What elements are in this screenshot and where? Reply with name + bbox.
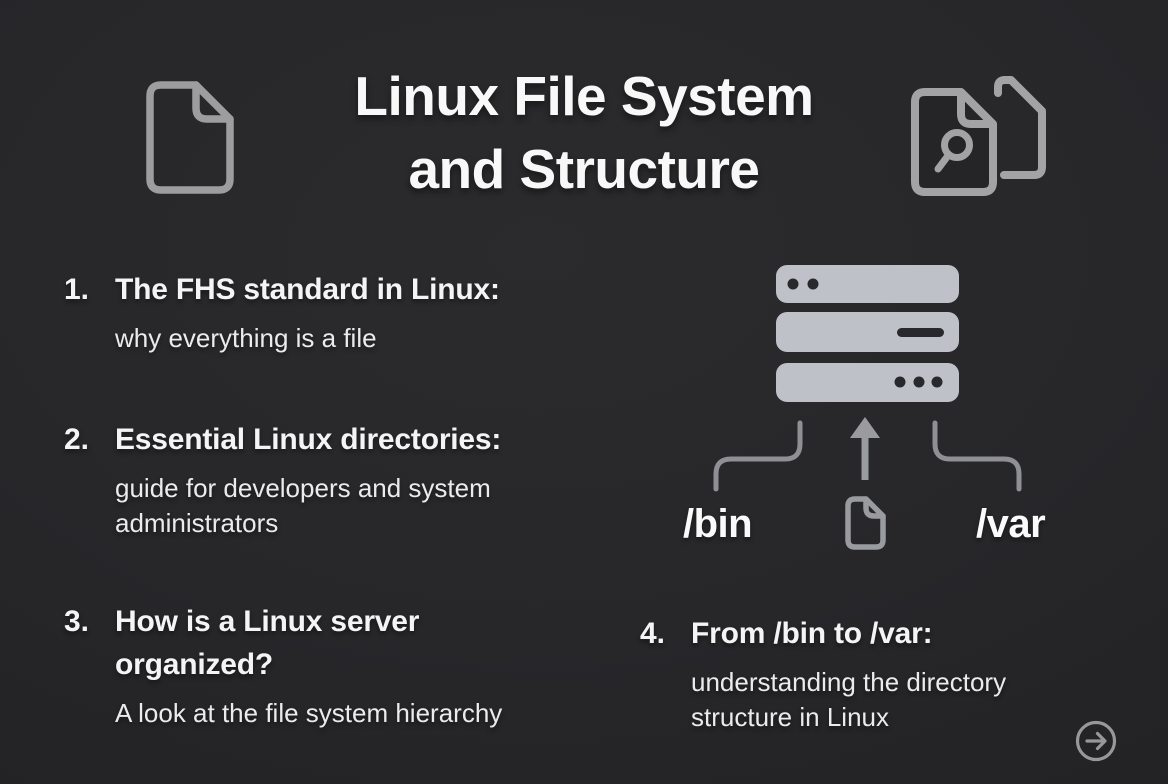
list-item-2: 2. Essential Linux directories: guide fo… xyxy=(64,418,604,541)
branch-right-icon xyxy=(932,420,1022,492)
item-subtitle: guide for developers and system administ… xyxy=(115,473,491,538)
item-number: 3. xyxy=(64,605,90,638)
bin-label: /bin xyxy=(683,502,753,546)
item-heading: How is a Linux server organized? xyxy=(115,605,420,681)
var-label: /var xyxy=(976,502,1046,546)
list-item-4: 4. From /bin to /var: understanding the … xyxy=(640,612,1100,735)
slide-title: Linux File System and Structure xyxy=(354,65,814,200)
item-heading: The FHS standard in Linux: xyxy=(115,273,500,306)
item-heading: Essential Linux directories: xyxy=(115,423,502,456)
up-arrow-icon xyxy=(850,417,880,480)
file-icon xyxy=(845,496,886,550)
server-stack-icon xyxy=(776,265,959,402)
item-number: 4. xyxy=(640,617,666,650)
item-subtitle: understanding the directory structure in… xyxy=(691,667,1007,732)
list-item-1: 1. The FHS standard in Linux: why everyt… xyxy=(64,268,604,356)
arrow-right-circle-icon[interactable] xyxy=(1073,718,1119,764)
item-number: 2. xyxy=(64,423,90,456)
item-heading: From /bin to /var: xyxy=(691,617,933,650)
file-search-icon xyxy=(911,76,1046,196)
filesystem-diagram xyxy=(713,265,1022,550)
file-icon xyxy=(146,81,234,194)
magnifier-icon xyxy=(934,129,973,173)
item-subtitle: why everything is a file xyxy=(115,323,377,353)
branch-left-icon xyxy=(713,420,803,492)
list-item-3: 3. How is a Linux server organized? A lo… xyxy=(64,600,604,731)
item-subtitle: A look at the file system hierarchy xyxy=(115,698,503,728)
back-file-icon xyxy=(994,76,1046,179)
item-number: 1. xyxy=(64,273,90,306)
